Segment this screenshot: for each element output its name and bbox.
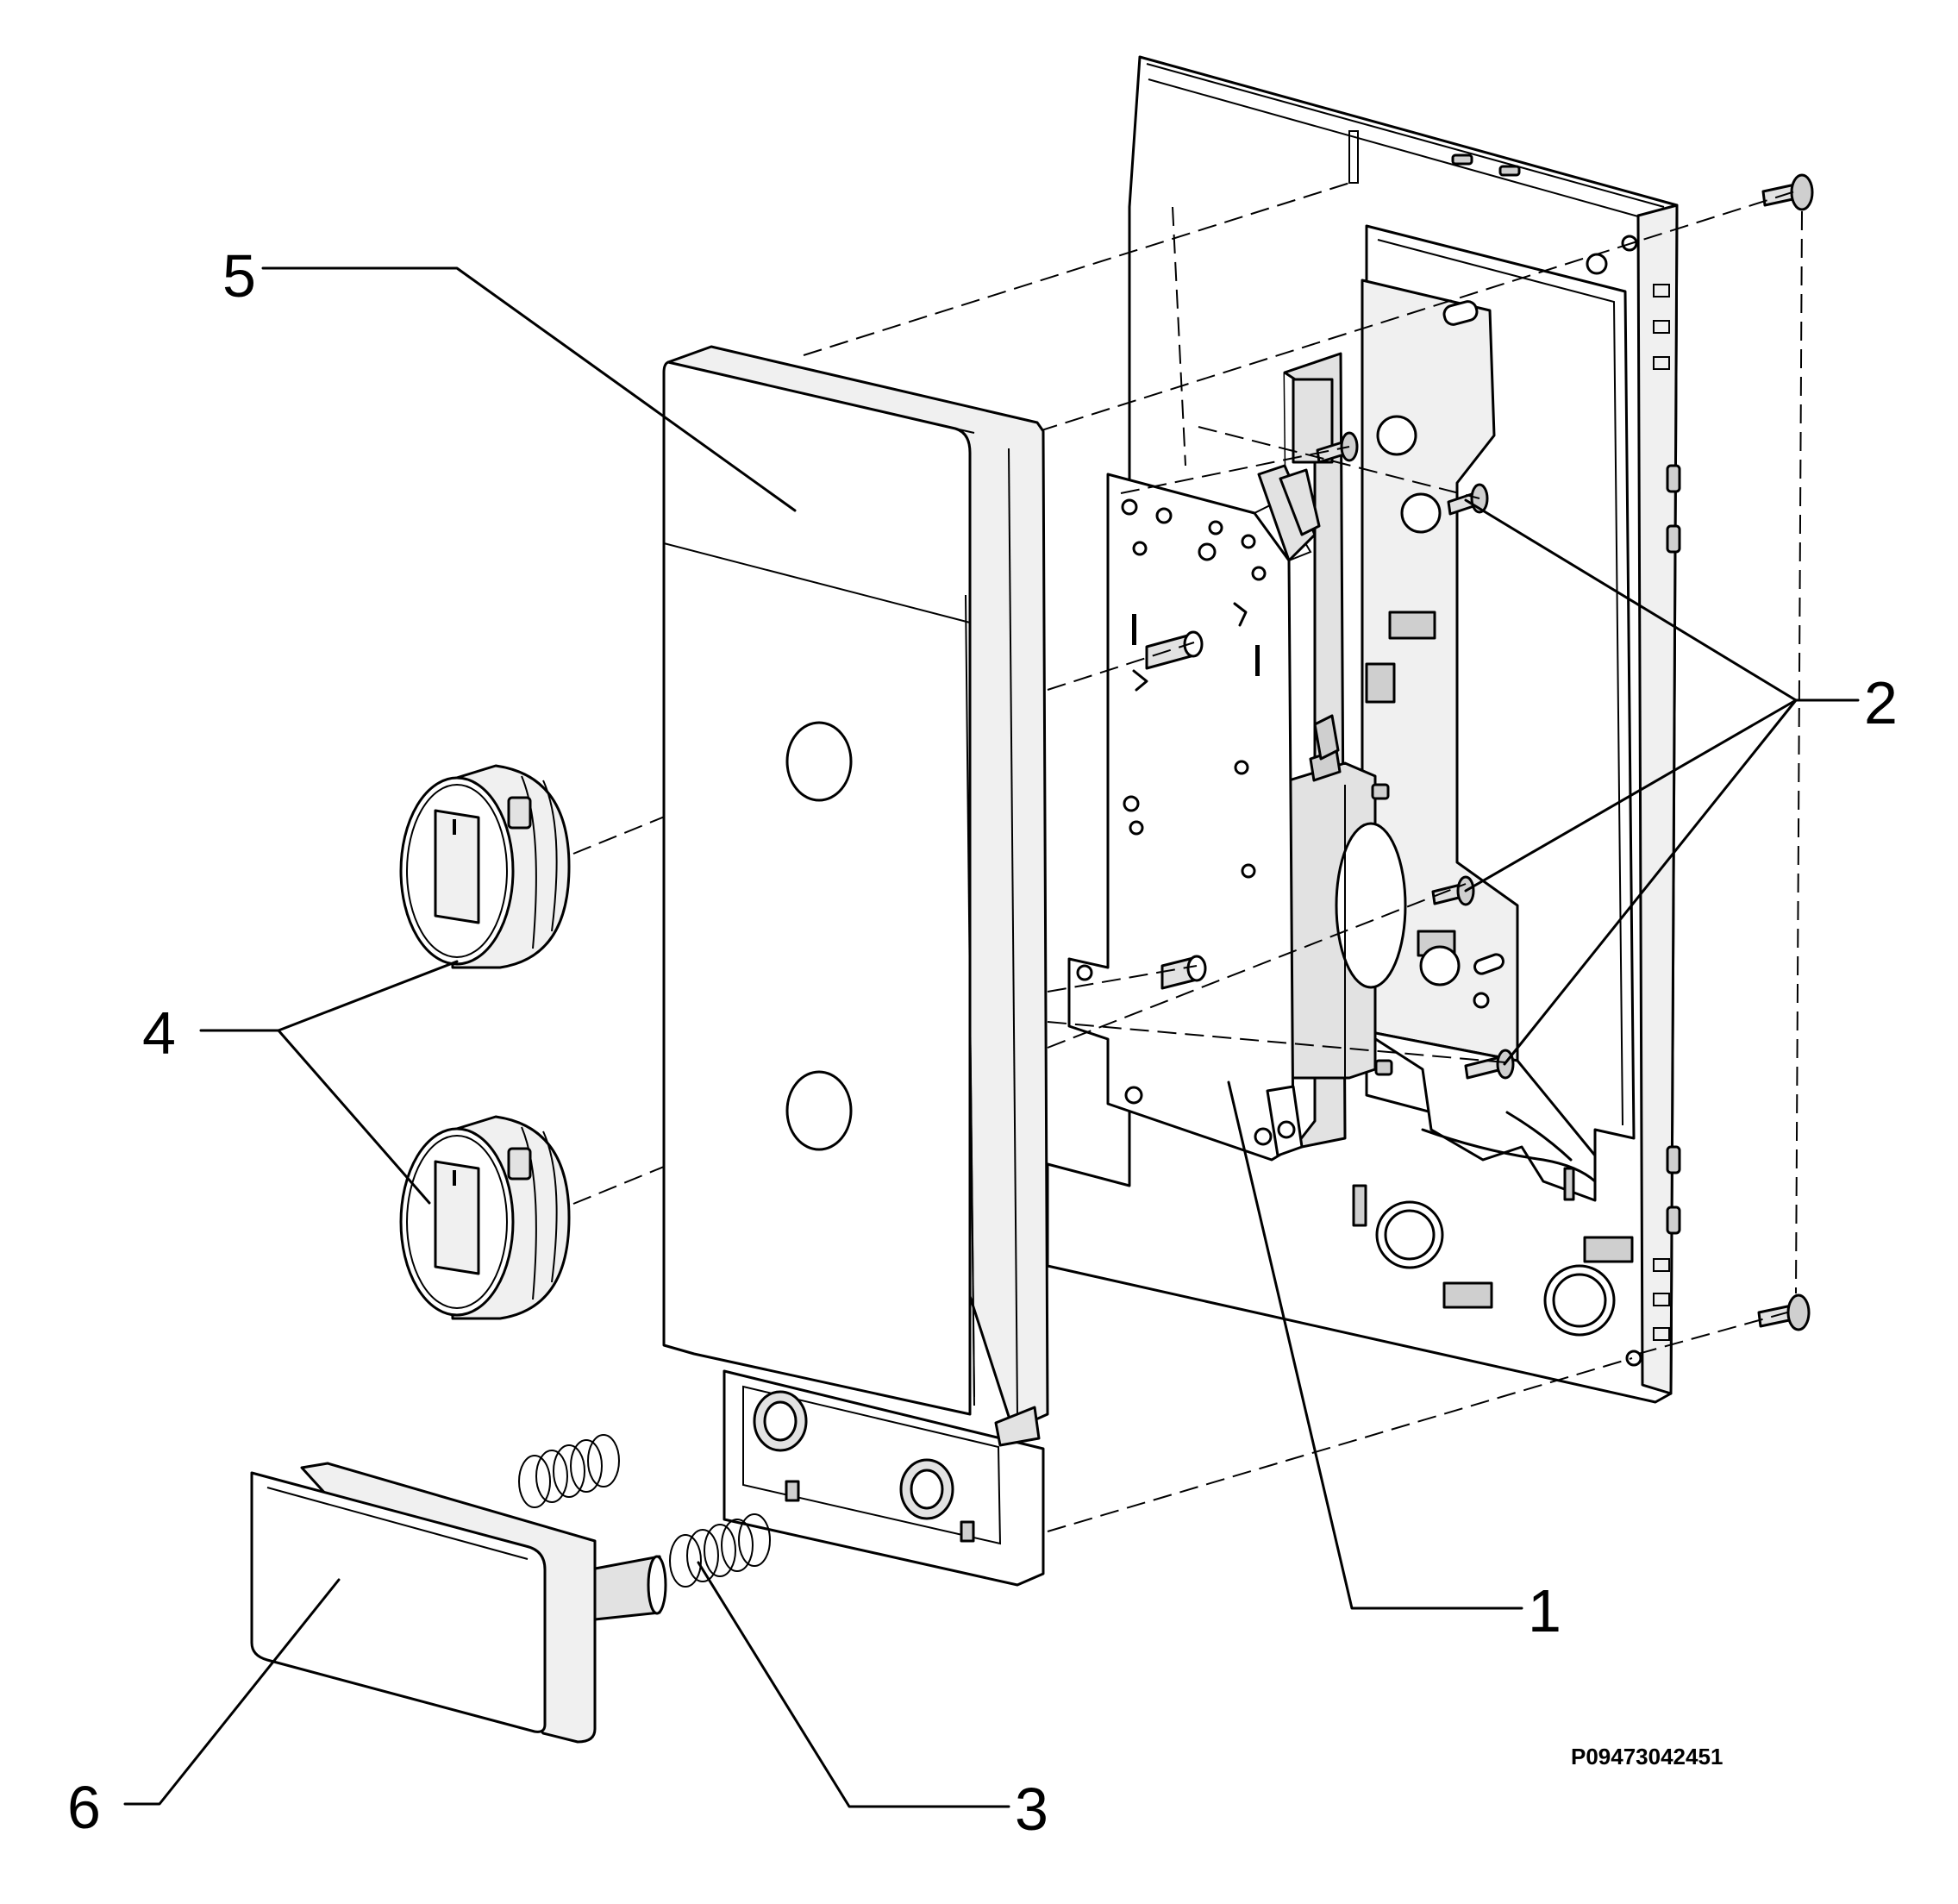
callout-4: 4 bbox=[142, 999, 176, 1067]
control-housing bbox=[662, 345, 1049, 1587]
control-board-assembly bbox=[1067, 352, 1407, 1162]
spring-upper bbox=[518, 1434, 620, 1508]
callout-6: 6 bbox=[67, 1774, 101, 1841]
callout-labels: 5 2 4 1 3 6 P09473042451 bbox=[67, 242, 1898, 1843]
leader-lines bbox=[123, 266, 1860, 1808]
assembly-guide-lines bbox=[572, 180, 1803, 1532]
callout-2: 2 bbox=[1864, 669, 1898, 736]
screw bbox=[1757, 1293, 1811, 1331]
knob-upper bbox=[399, 764, 571, 969]
callout-5: 5 bbox=[222, 242, 256, 310]
screw bbox=[1761, 173, 1814, 211]
spring-lower bbox=[669, 1513, 771, 1588]
screw bbox=[1316, 431, 1359, 464]
drawing-code: P09473042451 bbox=[1571, 1744, 1723, 1769]
knob-lower bbox=[399, 1115, 571, 1320]
callout-1: 1 bbox=[1528, 1577, 1561, 1644]
callout-3: 3 bbox=[1015, 1776, 1048, 1843]
push-button bbox=[250, 1462, 667, 1744]
